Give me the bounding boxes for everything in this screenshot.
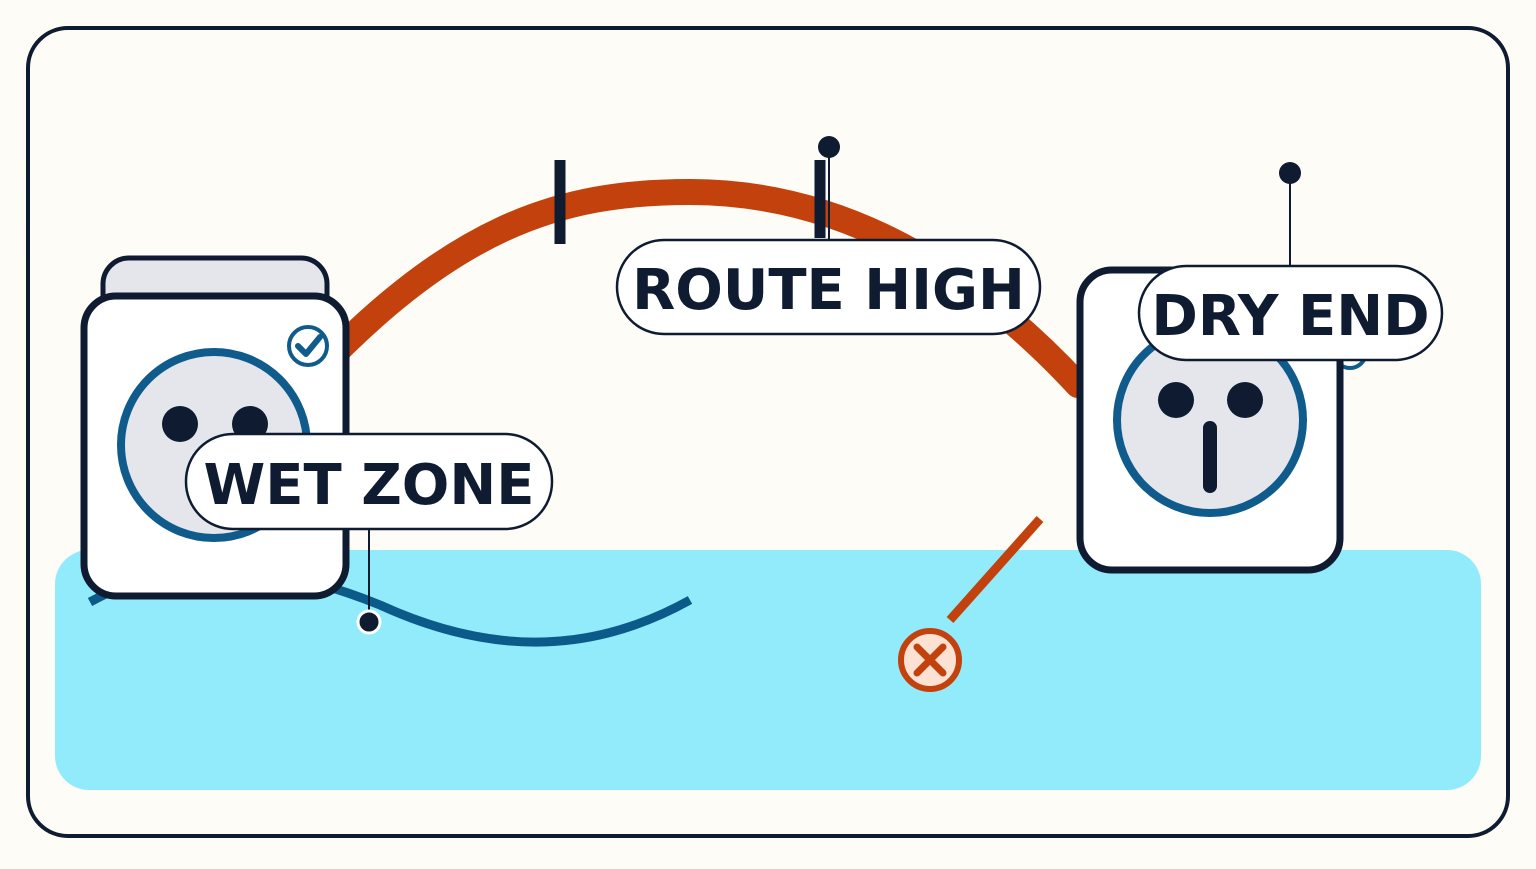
bad-route-line	[946, 516, 1044, 623]
socket-hole-right	[1227, 382, 1263, 418]
dry-end-text: DRY END	[1151, 284, 1429, 349]
route-high-label: ROUTE HIGH	[615, 238, 1042, 336]
left-outlet	[80, 255, 350, 600]
socket-hole-left	[162, 406, 198, 442]
dry-end-label: DRY END	[1137, 264, 1444, 362]
wet-zone-text: WET ZONE	[203, 453, 534, 518]
route-high-text: ROUTE HIGH	[632, 258, 1025, 323]
water-zone	[55, 550, 1481, 790]
x-circle-icon	[898, 628, 962, 692]
wet-zone-leader-dot	[356, 609, 382, 635]
socket-hole-left	[1158, 382, 1194, 418]
route-high-leader-dot	[818, 136, 840, 158]
wet-zone-label: WET ZONE	[184, 432, 554, 531]
check-circle-icon	[287, 325, 329, 367]
dry-end-leader-dot	[1279, 162, 1301, 184]
